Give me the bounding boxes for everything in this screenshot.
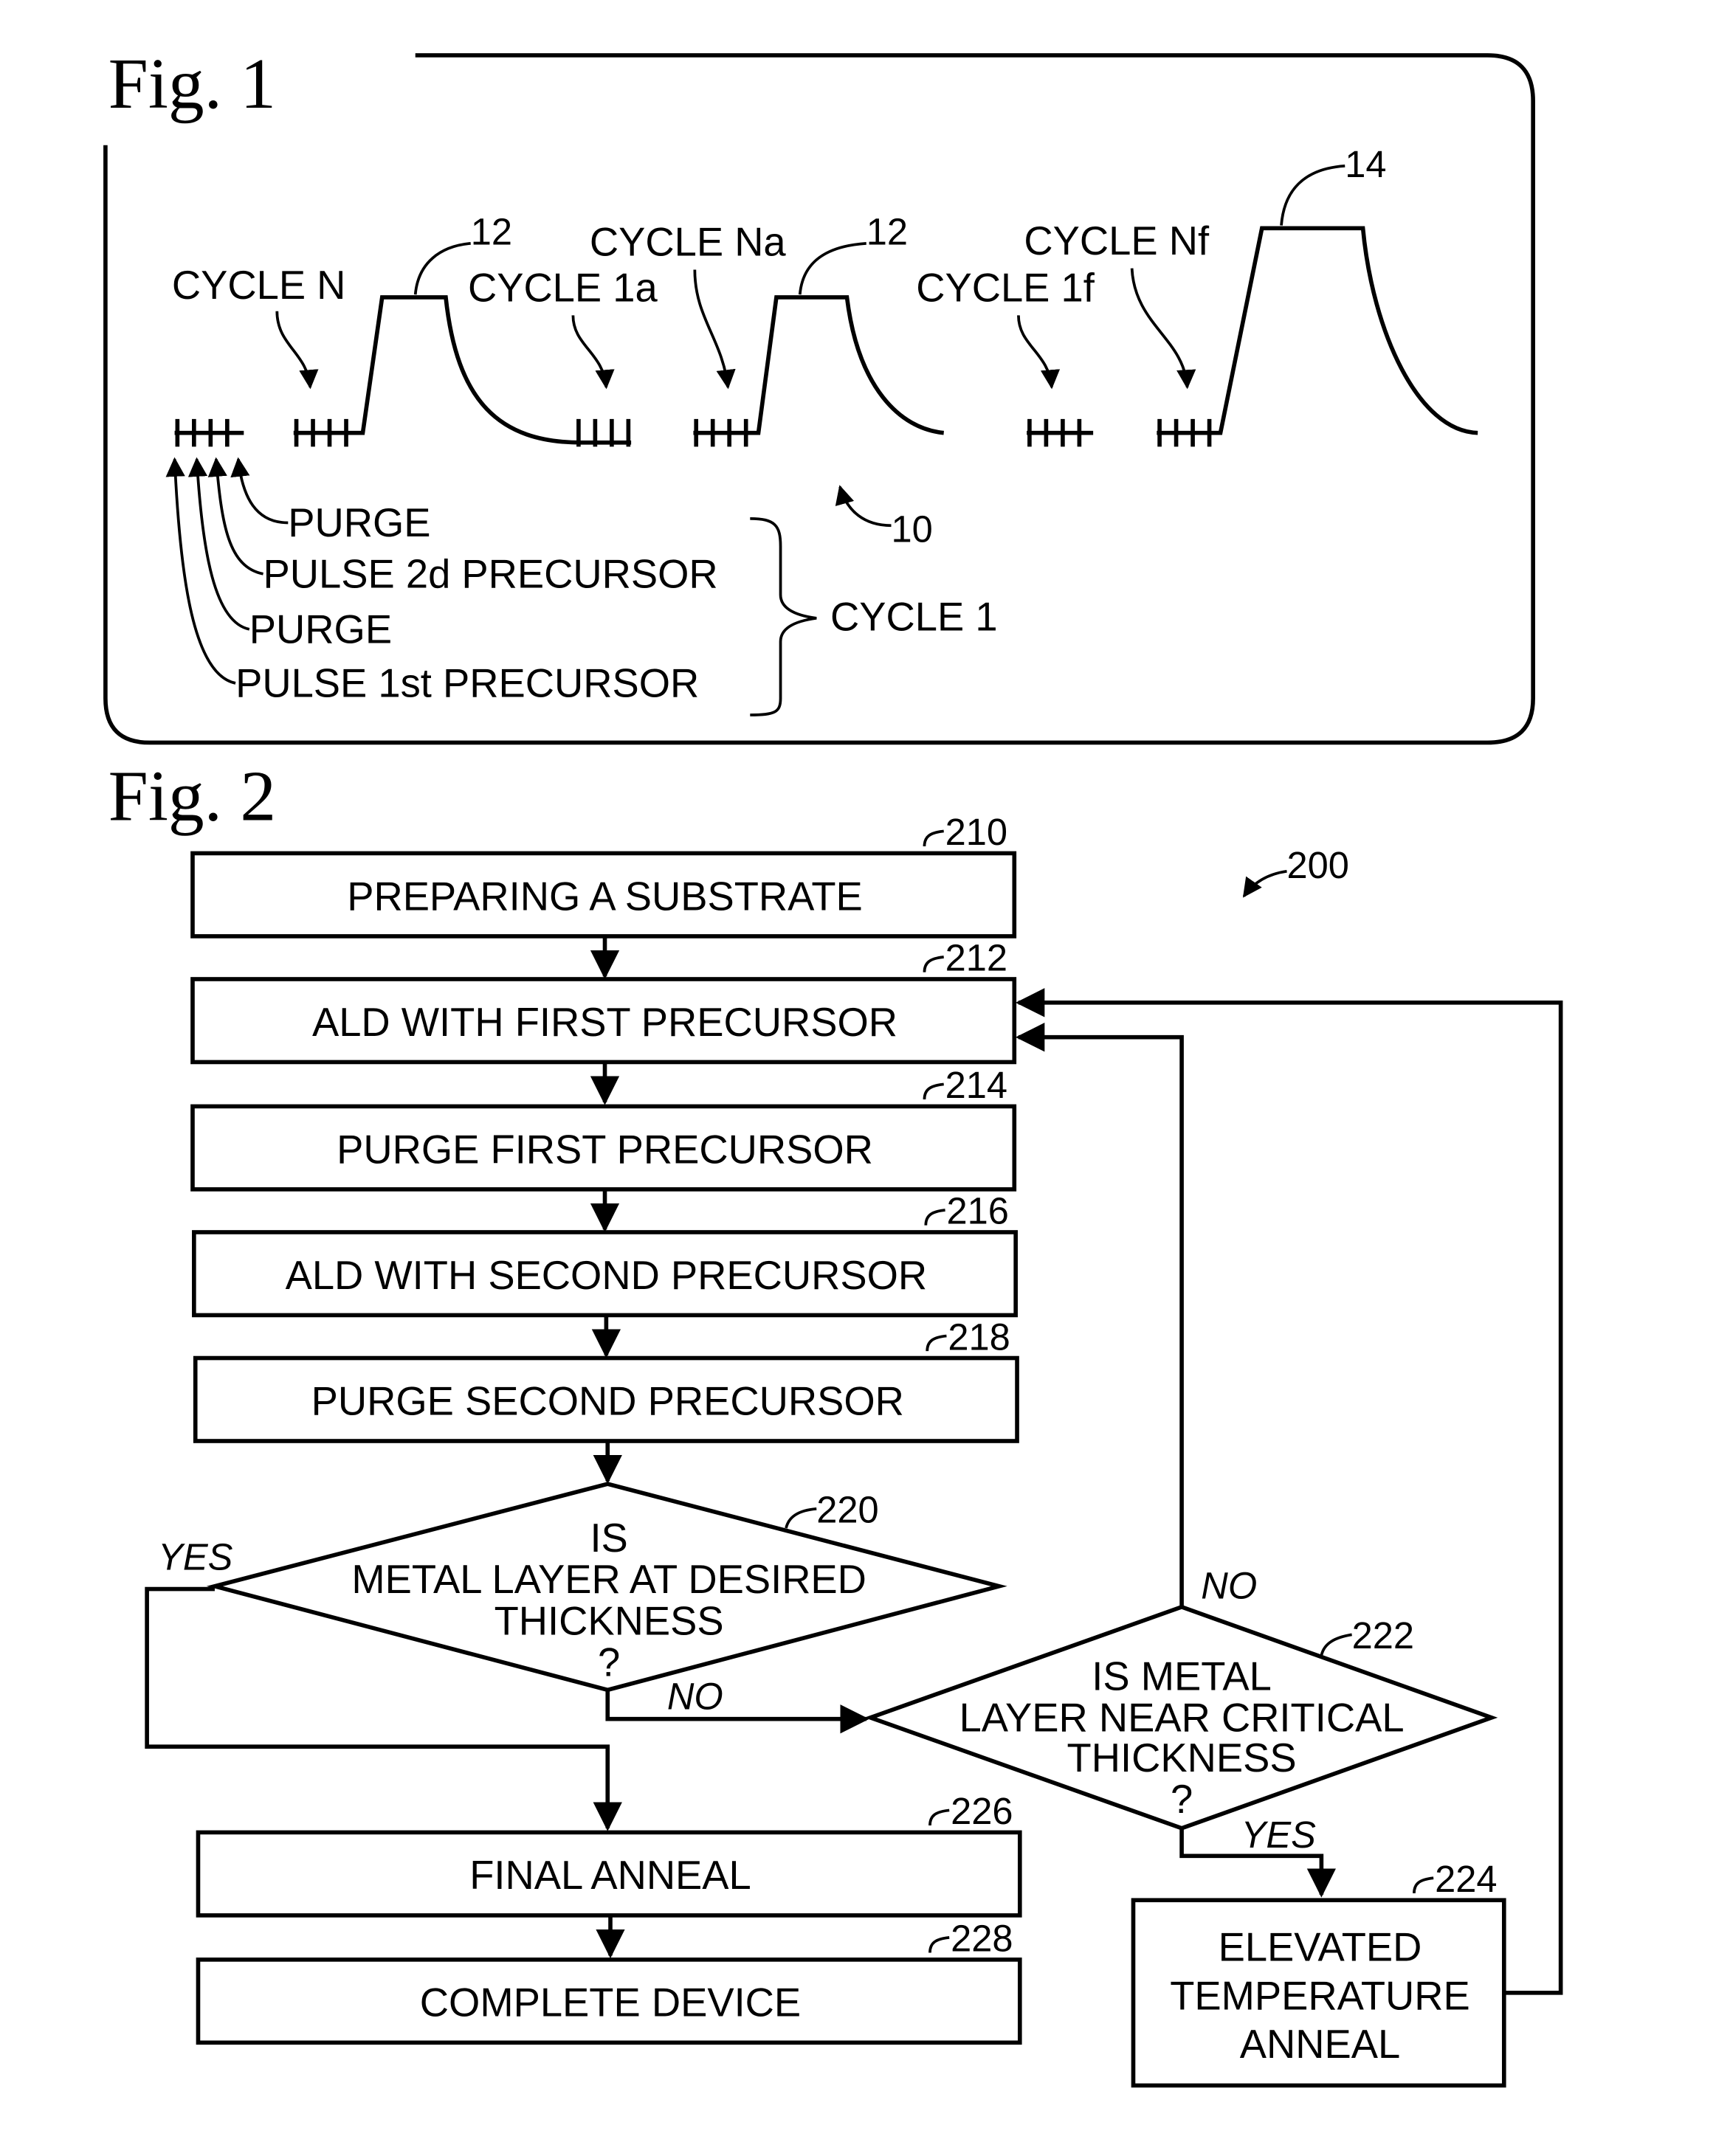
arrow-step-purge-1 <box>197 459 249 629</box>
step-224-line-2: TEMPERATURE <box>1170 1973 1470 2018</box>
leader-12b <box>800 243 866 294</box>
ref-14: 14 <box>1345 143 1386 185</box>
ref-220: 220 <box>816 1489 878 1531</box>
decision-220-line-3: THICKNESS <box>495 1598 724 1643</box>
ref-228: 228 <box>951 1918 1013 1960</box>
leader-212 <box>924 957 943 972</box>
leader-218 <box>927 1336 946 1352</box>
ref-12b: 12 <box>866 211 908 253</box>
step-226-label: FINAL ANNEAL <box>469 1853 751 1898</box>
step-224: ELEVATED TEMPERATURE ANNEAL 224 <box>1133 1858 1503 2085</box>
arrow-ref-200 <box>1244 871 1286 896</box>
label-cycle-n: CYCLE N <box>172 263 346 308</box>
arrow-222-no-212 <box>1019 1037 1182 1607</box>
decision-222-line-2: LAYER NEAR CRITICAL <box>959 1696 1405 1741</box>
ref-200: 200 <box>1287 844 1349 886</box>
arrow-220-no-222 <box>607 1690 866 1718</box>
step-pulse-1st-precursor: PULSE 1st PRECURSOR <box>235 661 699 706</box>
leader-12a <box>416 243 471 294</box>
leader-214 <box>924 1084 943 1099</box>
decision-222-line-1: IS METAL <box>1092 1654 1272 1699</box>
leader-226 <box>930 1810 949 1825</box>
decision-220-line-4: ? <box>598 1640 620 1685</box>
step-218-label: PURGE SECOND PRECURSOR <box>311 1378 904 1423</box>
ref-214: 214 <box>945 1064 1007 1106</box>
arrow-cycle-nf <box>1132 269 1188 387</box>
process-waveform <box>175 228 1478 446</box>
ref-212: 212 <box>945 937 1007 979</box>
step-212-label: ALD WITH FIRST PRECURSOR <box>312 1000 897 1045</box>
fig2-title: Fig. 2 <box>108 756 276 836</box>
arrow-step-purge-2 <box>238 459 288 522</box>
step-purge-1: PURGE <box>249 607 392 652</box>
arrow-ref-10 <box>840 487 891 525</box>
step-216-label: ALD WITH SECOND PRECURSOR <box>286 1253 928 1298</box>
decision-220-line-1: IS <box>590 1516 627 1561</box>
decision-220-no: NO <box>667 1676 723 1718</box>
ref-10: 10 <box>891 508 932 550</box>
decision-220-line-2: METAL LAYER AT DESIRED <box>351 1557 866 1602</box>
leader-222 <box>1321 1634 1351 1655</box>
decision-222-yes: YES <box>1241 1814 1316 1856</box>
label-cycle-nf: CYCLE Nf <box>1024 218 1210 263</box>
ref-226: 226 <box>951 1790 1013 1832</box>
ref-216: 216 <box>946 1190 1008 1232</box>
step-228-label: COMPLETE DEVICE <box>420 1980 801 2025</box>
step-224-line-1: ELEVATED <box>1219 1925 1422 1970</box>
leader-210 <box>924 831 943 846</box>
label-cycle-1f: CYCLE 1f <box>916 266 1095 311</box>
anneal-pulse-12b <box>693 297 943 433</box>
decision-220: IS METAL LAYER AT DESIRED THICKNESS ? 22… <box>215 1484 999 1690</box>
arrow-cycle-na <box>695 269 728 387</box>
leader-228 <box>930 1938 949 1953</box>
step-purge-2: PURGE <box>288 500 430 545</box>
label-cycle-1: CYCLE 1 <box>830 595 998 640</box>
leader-220 <box>786 1509 816 1528</box>
step-214-label: PURGE FIRST PRECURSOR <box>337 1127 873 1172</box>
ref-218: 218 <box>948 1316 1010 1358</box>
decision-222-line-4: ? <box>1171 1777 1193 1822</box>
ref-210: 210 <box>945 811 1007 853</box>
leader-216 <box>926 1210 945 1226</box>
leader-224 <box>1414 1878 1433 1893</box>
arrow-cycle-1f <box>1019 315 1052 387</box>
leader-14 <box>1281 166 1345 226</box>
step-210: PREPARING A SUBSTRATE 210 <box>193 811 1014 936</box>
decision-222-line-3: THICKNESS <box>1067 1735 1297 1780</box>
arrow-cycle-n <box>277 311 310 387</box>
decision-222-no: NO <box>1201 1565 1257 1607</box>
ref-224: 224 <box>1435 1858 1497 1900</box>
label-cycle-na: CYCLE Na <box>590 220 787 265</box>
arrow-step-pulse-1 <box>175 459 235 683</box>
cycle-1-brace <box>750 519 816 715</box>
label-cycle-1a: CYCLE 1a <box>468 266 658 311</box>
arrow-cycle-1a <box>573 315 606 387</box>
ref-12a: 12 <box>471 211 512 253</box>
decision-220-yes: YES <box>158 1535 232 1578</box>
step-pulse-2d-precursor: PULSE 2d PRECURSOR <box>263 552 718 597</box>
ref-222: 222 <box>1352 1614 1414 1656</box>
step-210-label: PREPARING A SUBSTRATE <box>347 874 863 919</box>
step-224-line-3: ANNEAL <box>1240 2022 1400 2067</box>
fig1-title: Fig. 1 <box>108 44 276 124</box>
